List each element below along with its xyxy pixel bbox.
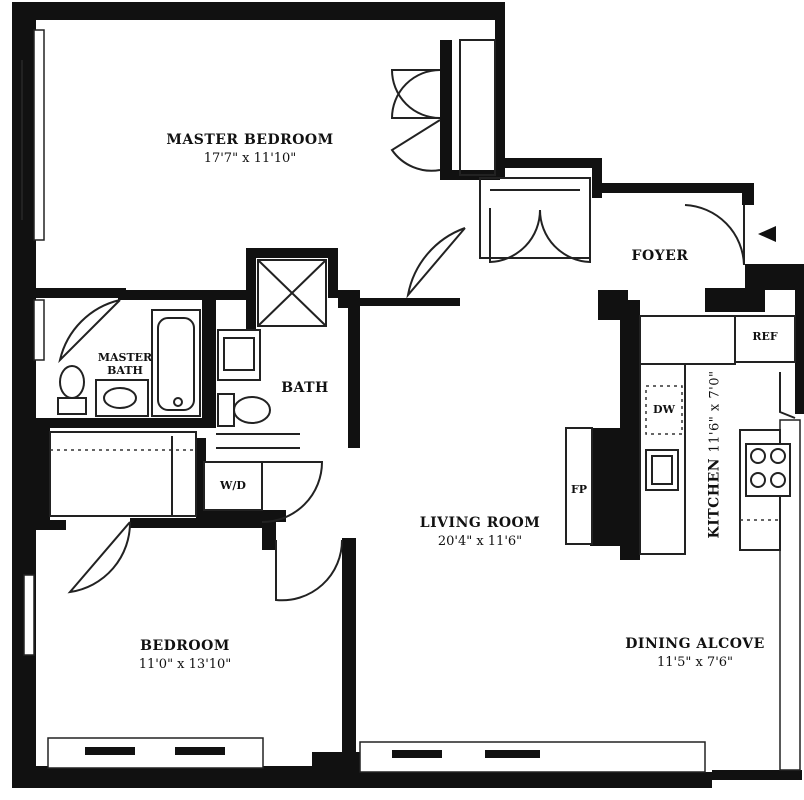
master-bedroom-dims: 17'7" x 11'10"	[203, 151, 297, 166]
kitchen-label: KITCHEN 11'6" x 7'0"	[706, 371, 724, 539]
dining-alcove-dims: 11'5" x 7'6"	[656, 655, 734, 670]
dining-alcove-label: DINING ALCOVE	[625, 636, 765, 652]
fp-label: FP	[570, 483, 588, 496]
living-room-dims: 20'4" x 11'6"	[437, 534, 523, 549]
bath-label: BATH	[281, 380, 329, 396]
master-bedroom-label: MASTER BEDROOM	[166, 132, 334, 148]
interior-walls	[36, 40, 765, 768]
ref-label: REF	[752, 330, 778, 343]
kitchen-name: KITCHEN	[706, 457, 723, 539]
bedroom-label: BEDROOM	[140, 638, 230, 654]
master-bath-label-line1: MASTER	[97, 351, 153, 364]
closets	[459, 39, 591, 259]
living-room-label: LIVING ROOM	[419, 515, 541, 531]
wd-label: W/D	[220, 479, 246, 492]
entry-arrow-icon	[758, 226, 776, 242]
dw-label: DW	[653, 403, 675, 416]
master-bath-label-line2: BATH	[107, 364, 143, 377]
kitchen-dims: 11'6" x 7'0"	[707, 370, 723, 453]
doors	[58, 69, 796, 602]
windows	[21, 29, 801, 773]
foyer-label: FOYER	[631, 248, 689, 264]
bedroom-dims: 11'0" x 13'10"	[138, 657, 232, 672]
fixtures	[49, 259, 796, 555]
